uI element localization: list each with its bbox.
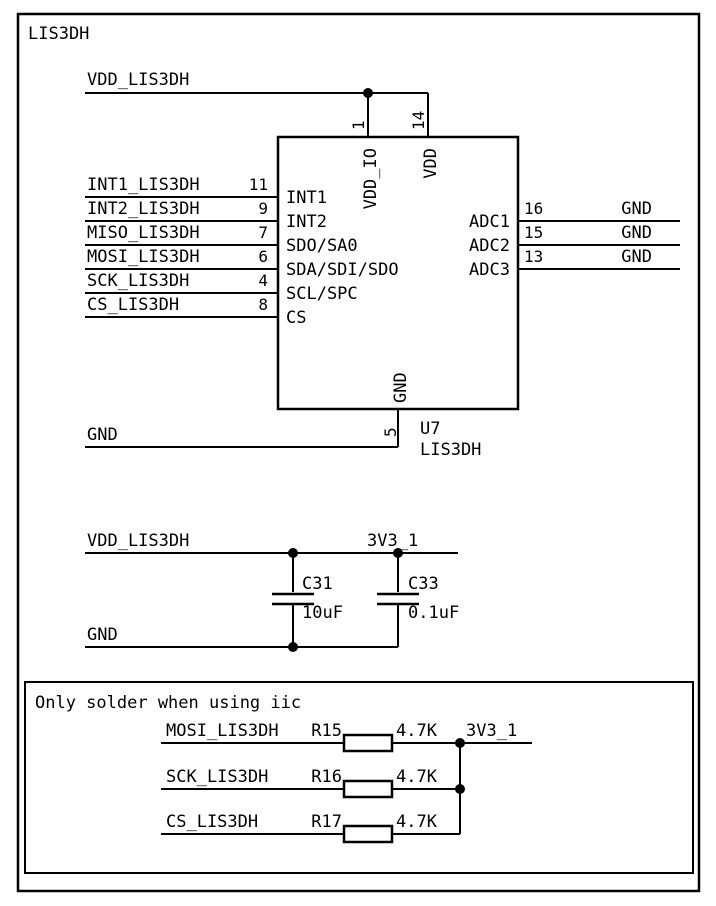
pin-number-9: 9 <box>258 199 268 218</box>
ic-part-name: LIS3DH <box>420 440 481 460</box>
resistor-r17-body <box>342 824 394 844</box>
net-label-mosi-pullup: MOSI_LIS3DH <box>166 721 279 741</box>
net-label-3v3: 3V3_1 <box>367 531 418 551</box>
pin-name-adc2: ADC2 <box>469 236 510 256</box>
pin-name-int2: INT2 <box>286 212 327 232</box>
pin-number-11: 11 <box>249 175 268 194</box>
pin-name-vdd-io: VDD_IO <box>361 148 381 209</box>
pin-number-1: 1 <box>349 120 368 130</box>
net-label-int2: INT2_LIS3DH <box>87 199 200 219</box>
cap-c33-value: 0.1uF <box>408 603 459 623</box>
resistor-r15-refdes: R15 <box>311 721 342 741</box>
net-label-gnd-adc3: GND <box>621 247 652 267</box>
junction-dot <box>455 784 465 794</box>
iic-note-box <box>24 681 694 874</box>
pin-number-15: 15 <box>524 223 543 242</box>
resistor-r17-value: 4.7K <box>396 812 438 832</box>
resistor-r15-value: 4.7K <box>396 721 438 741</box>
pin-number-7: 7 <box>258 223 268 242</box>
pin-name-int1: INT1 <box>286 188 327 208</box>
junction-dot <box>393 548 403 558</box>
net-label-sck: SCK_LIS3DH <box>87 271 189 291</box>
left-pin-wires <box>85 196 278 318</box>
pin-number-16: 16 <box>524 199 543 218</box>
net-label-gnd-adc2: GND <box>621 223 652 243</box>
pin-name-gnd: GND <box>391 372 411 403</box>
iic-wires <box>161 742 532 835</box>
sheet-border <box>16 12 701 893</box>
cap-c33-refdes: C33 <box>408 574 439 594</box>
junction-dot <box>288 548 298 558</box>
net-label-mosi: MOSI_LIS3DH <box>87 247 200 267</box>
pin-number-6: 6 <box>258 247 268 266</box>
pin-name-sdo-sa0: SDO/SA0 <box>286 236 358 256</box>
pin-name-adc3: ADC3 <box>469 260 510 280</box>
net-label-gnd-bottom: GND <box>87 425 118 445</box>
resistor-r16-body <box>342 779 394 799</box>
pin-name-adc1: ADC1 <box>469 212 510 232</box>
net-label-miso: MISO_LIS3DH <box>87 223 200 243</box>
right-pin-wires <box>518 220 680 270</box>
resistor-r15-body <box>342 733 394 753</box>
vdd-wires <box>85 92 429 137</box>
net-label-gnd-adc1: GND <box>621 199 652 219</box>
net-label-vdd-decoupling: VDD_LIS3DH <box>87 531 189 551</box>
net-label-vdd: VDD_LIS3DH <box>87 70 189 90</box>
junction-dot <box>363 88 373 98</box>
net-label-cs: CS_LIS3DH <box>87 295 179 315</box>
pin-number-5: 5 <box>381 427 400 437</box>
pin-name-vdd: VDD <box>421 148 441 179</box>
gnd-pin-wires <box>85 409 399 448</box>
iic-note-title: Only solder when using iic <box>35 693 301 713</box>
pin-number-8: 8 <box>258 295 268 314</box>
net-label-sck-pullup: SCK_LIS3DH <box>166 767 268 787</box>
cap-c31-refdes: C31 <box>302 574 333 594</box>
pin-number-13: 13 <box>524 247 543 266</box>
junction-dot <box>288 642 298 652</box>
net-label-gnd-decoupling: GND <box>87 625 118 645</box>
pin-number-14: 14 <box>409 111 428 130</box>
cap-c31-value: 10uF <box>302 603 343 623</box>
net-label-3v3-pullup: 3V3_1 <box>466 721 517 741</box>
resistor-r16-value: 4.7K <box>396 767 438 787</box>
net-label-cs-pullup: CS_LIS3DH <box>166 812 258 832</box>
pin-number-4: 4 <box>258 271 268 290</box>
resistor-r16-refdes: R16 <box>311 767 342 787</box>
sheet-title: LIS3DH <box>28 24 89 44</box>
decoupling-wires <box>85 552 458 648</box>
junction-dot <box>455 738 465 748</box>
ic-refdes: U7 <box>420 419 440 439</box>
net-label-int1: INT1_LIS3DH <box>87 175 200 195</box>
pin-name-cs: CS <box>286 308 306 328</box>
pin-name-sda-sdi-sdo: SDA/SDI/SDO <box>286 260 399 280</box>
pin-name-scl-spc: SCL/SPC <box>286 284 358 304</box>
resistor-r17-refdes: R17 <box>311 812 342 832</box>
